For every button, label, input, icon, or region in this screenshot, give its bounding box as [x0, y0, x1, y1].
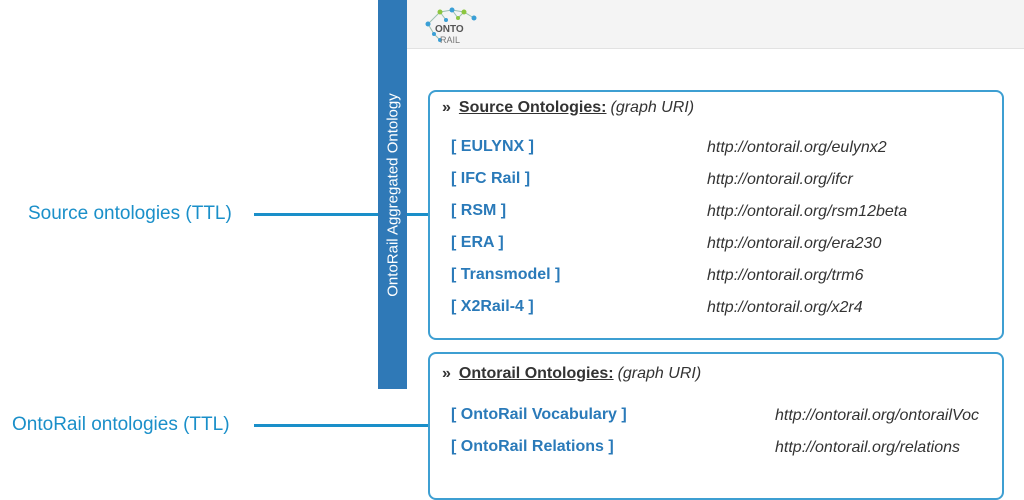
source-connector-line [254, 213, 428, 216]
ontology-link-x2rail-4[interactable]: [ X2Rail-4 ] [451, 298, 534, 315]
ontology-uri-ontorail-vocabulary: http://ontorail.org/ontorailVoc [775, 407, 979, 424]
ontology-link-ontorail-vocabulary[interactable]: [ OntoRail Vocabulary ] [451, 406, 627, 423]
source-panel-header: » Source Ontologies:(graph URI) [442, 99, 694, 117]
ontology-link-transmodel[interactable]: [ Transmodel ] [451, 266, 561, 283]
top-header-bar: ONTO RAIL [407, 0, 1024, 49]
ontology-link-era[interactable]: [ ERA ] [451, 234, 504, 251]
ontorail-logo[interactable]: ONTO RAIL [422, 4, 482, 46]
ontorail-panel-header: » Ontorail Ontologies:(graph URI) [442, 365, 701, 383]
ontology-uri-x2rail-4: http://ontorail.org/x2r4 [707, 299, 863, 316]
ontorail-panel-subtitle: (graph URI) [617, 365, 702, 382]
ontology-uri-era: http://ontorail.org/era230 [707, 235, 882, 252]
ontorail-ontologies-annotation: OntoRail ontologies (TTL) [12, 414, 230, 435]
aggregated-ontology-label: OntoRail Aggregated Ontology [384, 92, 401, 297]
logo-text-rail: RAIL [440, 35, 460, 45]
source-ontologies-panel: » Source Ontologies:(graph URI) [ EULYNX … [428, 90, 1004, 340]
ontology-uri-eulynx: http://ontorail.org/eulynx2 [707, 139, 887, 156]
chevron-double-right-icon: » [442, 365, 451, 382]
ontology-link-eulynx[interactable]: [ EULYNX ] [451, 138, 534, 155]
ontology-link-rsm[interactable]: [ RSM ] [451, 202, 507, 219]
chevron-double-right-icon: » [442, 99, 451, 116]
ontorail-ontologies-panel: » Ontorail Ontologies:(graph URI) [ OntoR… [428, 352, 1004, 500]
ontology-uri-rsm: http://ontorail.org/rsm12beta [707, 203, 908, 220]
ontorail-logo-icon: ONTO RAIL [425, 7, 477, 45]
ontorail-panel-title: Ontorail Ontologies: [458, 365, 614, 382]
ontology-link-ontorail-relations[interactable]: [ OntoRail Relations ] [451, 438, 614, 455]
logo-text-onto: ONTO [435, 24, 464, 35]
source-panel-subtitle: (graph URI) [610, 99, 695, 116]
ontology-link-ifc-rail[interactable]: [ IFC Rail ] [451, 170, 531, 187]
ontorail-connector-line [254, 424, 428, 427]
ontology-uri-ontorail-relations: http://ontorail.org/relations [775, 439, 960, 456]
source-ontologies-annotation: Source ontologies (TTL) [28, 203, 232, 224]
source-panel-title: Source Ontologies: [458, 99, 607, 116]
aggregated-ontology-sidebar: OntoRail Aggregated Ontology [378, 0, 407, 389]
ontology-uri-ifc-rail: http://ontorail.org/ifcr [707, 171, 853, 188]
ontology-uri-transmodel: http://ontorail.org/trm6 [707, 267, 864, 284]
